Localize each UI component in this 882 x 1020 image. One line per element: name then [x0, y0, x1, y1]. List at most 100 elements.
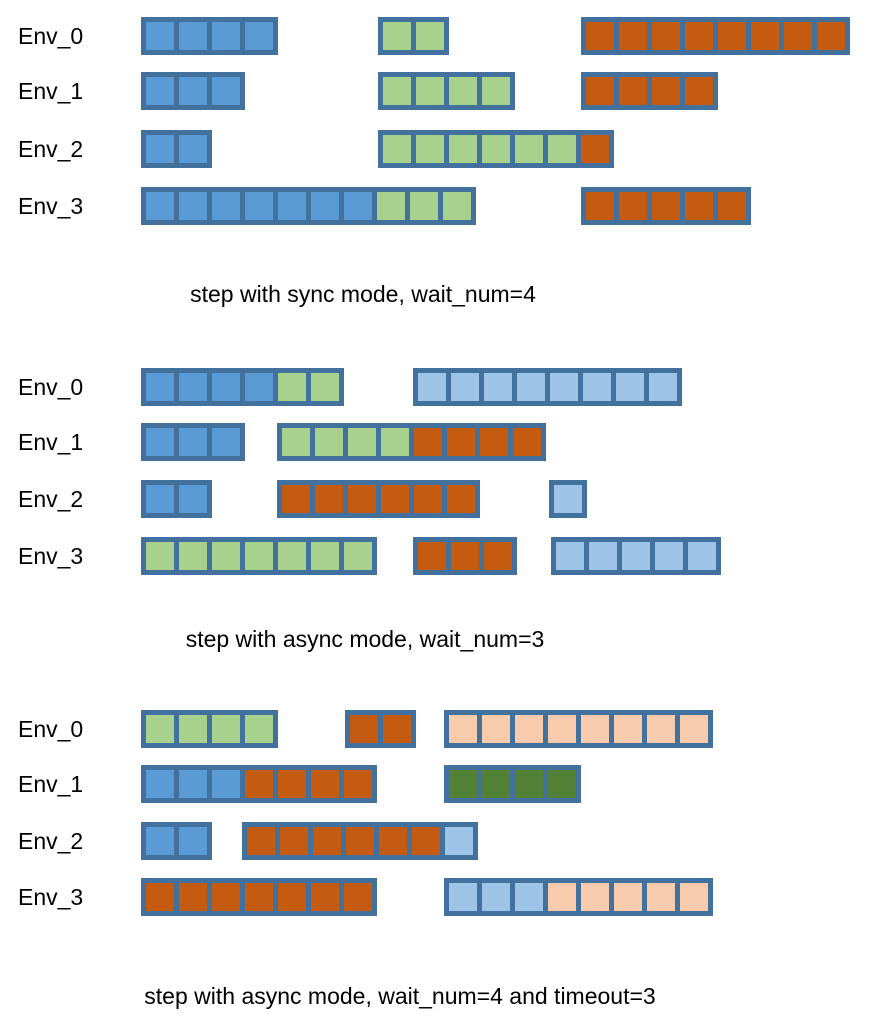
step-cell-blue [212, 192, 240, 220]
step-cell-green [311, 373, 339, 401]
env-row-label: Env_0 [18, 23, 84, 49]
step-cell-peach [614, 715, 642, 743]
step-cell-orange [412, 827, 440, 855]
step-segment-bar [141, 878, 377, 916]
step-cell-orange [278, 883, 306, 911]
env-row-label: Env_1 [18, 429, 84, 455]
step-cell-peach [680, 883, 708, 911]
step-cell-green [482, 77, 510, 105]
step-cell-green [383, 77, 411, 105]
step-cell-peach [548, 715, 576, 743]
env-row-label: Env_3 [18, 543, 84, 569]
step-cell-peach [548, 883, 576, 911]
step-segment-bar [141, 710, 278, 748]
step-segment-bar [277, 480, 480, 518]
step-cell-lightblue [688, 542, 716, 570]
step-segment-bar [141, 187, 476, 225]
step-cell-orange [146, 883, 174, 911]
step-cell-peach [449, 715, 477, 743]
step-segment-bar [378, 17, 449, 55]
step-cell-blue [179, 485, 207, 513]
step-cell-lightblue [554, 485, 582, 513]
step-segment-bar [413, 537, 517, 575]
env-row-label: Env_2 [18, 136, 84, 162]
step-cell-lightblue [418, 373, 446, 401]
step-cell-darkgreen [548, 770, 576, 798]
step-cell-green [245, 542, 273, 570]
step-cell-green [311, 542, 339, 570]
step-cell-blue [146, 192, 174, 220]
step-cell-blue [146, 135, 174, 163]
step-cell-orange [685, 77, 713, 105]
step-cell-lightblue [649, 373, 677, 401]
step-cell-lightblue [449, 883, 477, 911]
step-cell-blue [146, 77, 174, 105]
step-cell-peach [581, 715, 609, 743]
step-cell-lightblue [655, 542, 683, 570]
step-segment-bar [141, 537, 377, 575]
step-segment-bar [345, 710, 416, 748]
step-segment-bar [141, 822, 212, 860]
step-cell-orange [513, 428, 541, 456]
step-cell-peach [680, 715, 708, 743]
step-cell-orange [619, 192, 647, 220]
step-cell-orange [652, 192, 680, 220]
step-cell-orange [418, 542, 446, 570]
step-cell-green [245, 715, 273, 743]
step-segment-bar [581, 187, 751, 225]
step-cell-blue [311, 192, 339, 220]
step-segment-bar [581, 72, 718, 110]
step-cell-orange [311, 883, 339, 911]
panel-caption: step with async mode, wait_num=3 [185, 626, 545, 652]
step-cell-blue [179, 192, 207, 220]
step-cell-lightblue [445, 827, 473, 855]
step-cell-lightblue [451, 373, 479, 401]
step-cell-lightblue [583, 373, 611, 401]
step-cell-blue [179, 770, 207, 798]
step-cell-green [344, 542, 372, 570]
step-cell-orange [383, 715, 411, 743]
step-cell-orange [652, 22, 680, 50]
step-cell-peach [581, 883, 609, 911]
step-cell-green [416, 77, 444, 105]
step-segment-bar [444, 710, 713, 748]
step-cell-green [383, 22, 411, 50]
step-cell-blue [146, 770, 174, 798]
step-cell-green [146, 542, 174, 570]
step-cell-blue [146, 373, 174, 401]
step-segment-bar [549, 480, 587, 518]
step-cell-orange [586, 22, 614, 50]
step-cell-blue [146, 485, 174, 513]
step-cell-green [278, 542, 306, 570]
step-segment-bar [242, 822, 478, 860]
step-cell-orange [619, 77, 647, 105]
step-cell-blue [212, 770, 240, 798]
step-cell-green [377, 192, 405, 220]
step-cell-green [443, 192, 471, 220]
step-cell-orange [414, 485, 442, 513]
step-cell-orange [313, 827, 341, 855]
env-row-label: Env_0 [18, 716, 84, 742]
step-cell-orange [212, 883, 240, 911]
panel-caption: step with async mode, wait_num=4 and tim… [144, 983, 656, 1009]
step-cell-green [449, 77, 477, 105]
step-segment-bar [551, 537, 721, 575]
step-cell-orange [344, 883, 372, 911]
step-cell-orange [581, 135, 609, 163]
step-cell-blue [212, 428, 240, 456]
step-cell-blue [245, 192, 273, 220]
step-cell-orange [718, 192, 746, 220]
step-cell-orange [379, 827, 407, 855]
step-segment-bar [378, 72, 515, 110]
env-row-label: Env_3 [18, 193, 84, 219]
step-cell-orange [245, 883, 273, 911]
step-cell-lightblue [484, 373, 512, 401]
step-cell-green [482, 135, 510, 163]
step-cell-darkgreen [515, 770, 543, 798]
step-cell-peach [614, 883, 642, 911]
step-cell-orange [447, 428, 475, 456]
step-cell-blue [212, 77, 240, 105]
step-cell-orange [685, 22, 713, 50]
step-cell-orange [817, 22, 845, 50]
step-cell-green [278, 373, 306, 401]
